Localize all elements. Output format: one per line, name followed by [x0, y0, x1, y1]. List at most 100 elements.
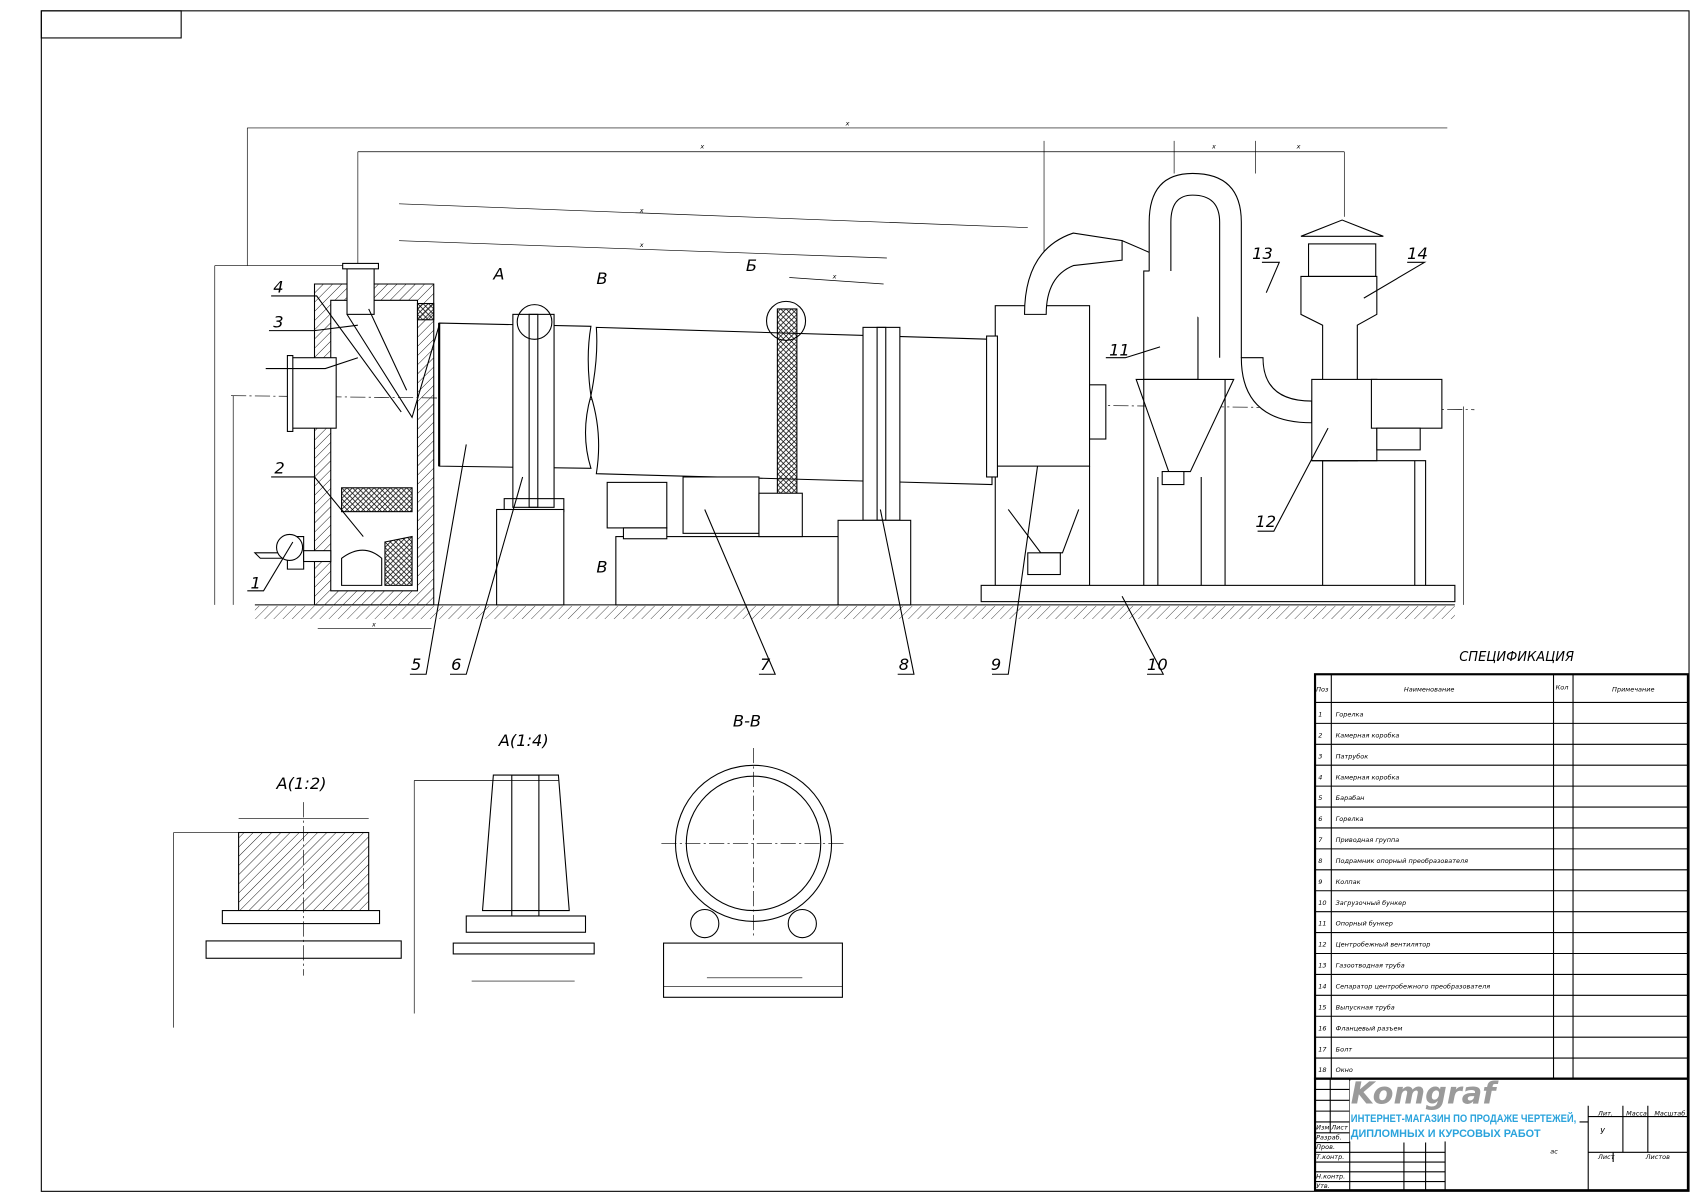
spec-name: Сепаратор центробежного преобразователя: [1336, 983, 1491, 991]
specification-title: СПЕЦИФИКАЦИЯ: [1459, 650, 1574, 665]
lit-label: Лит.: [1597, 1109, 1613, 1117]
dimension-label: x: [699, 143, 704, 151]
spec-name: Опорный бункер: [1336, 920, 1393, 928]
sheet-label: Лист: [1597, 1153, 1615, 1161]
spec-pos: 13: [1318, 962, 1326, 970]
spec-pos: 6: [1318, 815, 1322, 823]
lit-value: У: [1600, 1127, 1606, 1136]
section-mark-v: В: [596, 557, 607, 576]
callout-10: 10: [1147, 655, 1168, 674]
spec-name: Фланцевый разъем: [1336, 1024, 1403, 1032]
sheets-label: Листов: [1645, 1153, 1670, 1161]
ground-line: [254, 604, 1455, 619]
spec-pos: 15: [1318, 1003, 1326, 1011]
watermark-logo: Komgraf: [1351, 1077, 1499, 1112]
callout-leaders: [247, 261, 1427, 675]
title-block: Лит. Масса Масштаб У Лист Листов Изм Лис…: [1313, 1077, 1690, 1192]
spec-row: 5 Барабан: [1315, 794, 1688, 808]
drum-tire-1: [503, 304, 565, 513]
callout-12: 12: [1255, 512, 1276, 531]
spec-pos: 18: [1318, 1066, 1326, 1074]
dimension-label: x: [832, 273, 837, 281]
callout-4: 4: [273, 278, 283, 297]
prov-label: Пров.: [1316, 1143, 1335, 1151]
spec-row: 8 Подрамник опорный преобразователя: [1315, 857, 1688, 871]
base-frame: [980, 584, 1456, 603]
utv-label: Утв.: [1316, 1182, 1330, 1190]
nkontr-label: Н.контр.: [1316, 1172, 1345, 1180]
spec-pos: 10: [1318, 899, 1326, 907]
spec-pos: 5: [1318, 794, 1322, 802]
spec-name: Барабан: [1336, 794, 1365, 802]
spec-name: Горелка: [1336, 711, 1364, 719]
dimension-label: x: [639, 206, 644, 214]
callout-5: 5: [411, 655, 421, 674]
spec-name: Центробежный вентилятор: [1336, 941, 1431, 949]
watermark-line-2: ДИПЛОМНЫХ И КУРСОВЫХ РАБОТ: [1351, 1128, 1541, 1140]
spec-name: Горелка: [1336, 815, 1364, 823]
mass-label: Масса: [1626, 1109, 1647, 1117]
column-header-name: Наименование: [1404, 686, 1455, 694]
izm-label: Изм: [1316, 1124, 1329, 1132]
callout-2: 2: [274, 459, 284, 478]
spec-name: Подрамник опорный преобразователя: [1336, 857, 1468, 865]
discharge-chamber: [986, 232, 1123, 586]
scale-label: Масштаб: [1654, 1109, 1685, 1117]
callout-14: 14: [1407, 244, 1428, 263]
spec-pos: 1: [1318, 711, 1322, 719]
komgraf-watermark: Komgraf ИНТЕРНЕТ-МАГАЗИН ПО ПРОДАЖЕ ЧЕРТ…: [1349, 1077, 1580, 1142]
dimension-label: x: [1211, 143, 1216, 151]
dimension-label: x: [639, 241, 644, 249]
view-title: А(1:4): [498, 731, 549, 750]
spec-pos: 7: [1318, 836, 1323, 844]
spec-row: 14 Сепаратор центробежного преобразовател…: [1315, 983, 1688, 996]
spec-pos: 12: [1318, 941, 1326, 949]
section-mark-v: В: [596, 269, 607, 288]
spec-pos: 9: [1318, 878, 1322, 886]
spec-name: Приводная группа: [1336, 836, 1400, 844]
dimension-label: x: [845, 120, 850, 128]
column-header-note: Примечание: [1612, 686, 1654, 694]
spec-pos: 14: [1318, 983, 1326, 991]
callout-9: 9: [991, 655, 1001, 674]
drum-gear: [765, 300, 807, 538]
furnace-chamber: [286, 262, 440, 606]
view-title: В-В: [733, 711, 761, 730]
callout-13: 13: [1252, 244, 1273, 263]
supports: [496, 476, 912, 606]
spec-row: 7 Приводная группа: [1315, 836, 1688, 850]
callout-8: 8: [899, 655, 909, 674]
spec-row: 12 Центробежный вентилятор: [1315, 941, 1688, 955]
spec-pos: 11: [1318, 920, 1326, 928]
drawing-frame: [40, 10, 1690, 1192]
fan: [1300, 219, 1443, 602]
spec-pos: 8: [1318, 857, 1322, 865]
dimension-label: x: [371, 621, 376, 629]
callout-11: 11: [1109, 341, 1130, 360]
section-mark-b: Б: [746, 256, 757, 275]
column-header-qty: Кол: [1556, 683, 1569, 691]
list-label: Лист: [1330, 1124, 1348, 1132]
view-title: А(1:2): [276, 774, 327, 793]
specification-table: СПЕЦИФИКАЦИЯ Поз Наименование Кол Примеч…: [1313, 650, 1690, 1080]
spec-name: Камерная коробка: [1336, 731, 1400, 739]
callout-7: 7: [760, 655, 771, 674]
callout-1: 1: [251, 574, 261, 593]
razrab-label: Разраб.: [1316, 1133, 1342, 1141]
spec-pos: 4: [1318, 773, 1322, 781]
dimension-label: x: [1296, 143, 1301, 151]
spec-name: Болт: [1336, 1045, 1353, 1053]
cyclone: [1121, 172, 1313, 602]
drum-tire-2: [862, 326, 901, 521]
column-header-pos: Поз: [1316, 686, 1329, 694]
document-code: ас: [1550, 1147, 1558, 1155]
detail-view-a-1-4: А(1:4): [413, 731, 595, 1014]
detail-view-a-1-2: А(1:2): [173, 774, 402, 1028]
